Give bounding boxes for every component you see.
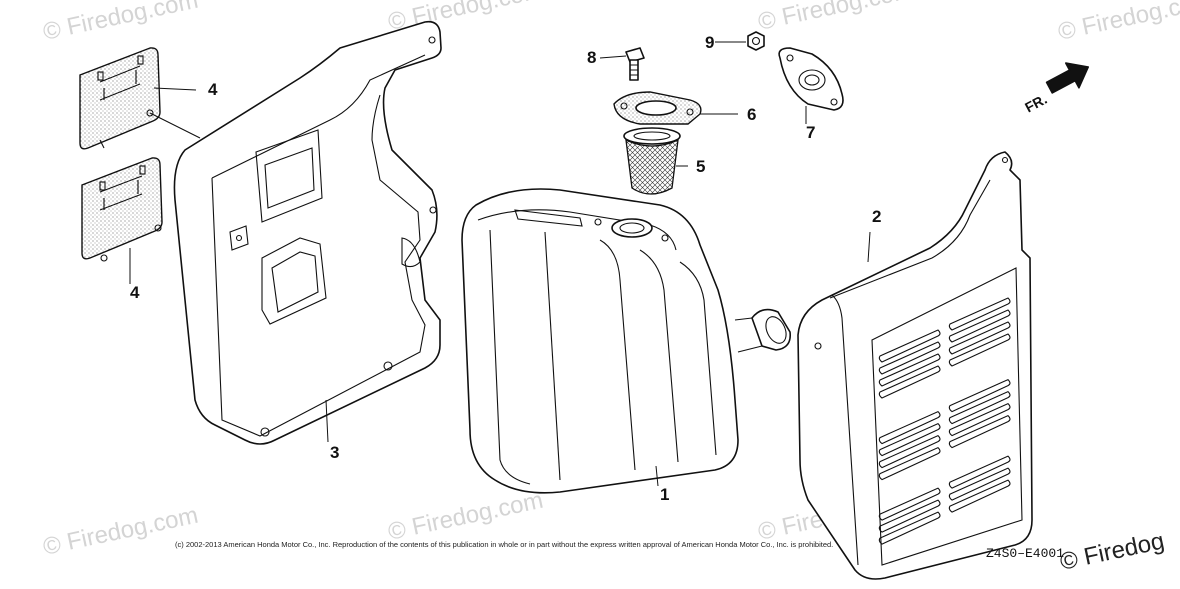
callout-number-1: 1 (660, 485, 669, 504)
diagram-code: Z4S0–E4001 (986, 546, 1064, 561)
watermark-text: © Firedog.com (756, 0, 916, 36)
heat-insulator-upper (79, 47, 201, 150)
callout-number-3: 3 (330, 443, 339, 462)
callout-number-4: 4 (208, 80, 218, 99)
brand-watermark: © Firedog (1058, 527, 1167, 575)
louver-slot (948, 321, 1011, 355)
louver-slot (878, 446, 941, 481)
callout-number-2: 2 (872, 207, 881, 226)
louver-slot (878, 422, 941, 457)
louver-slot (878, 499, 941, 533)
louver-slot (878, 353, 941, 387)
louver-slot (948, 414, 1011, 449)
bolt (599, 47, 645, 81)
flange-nut (715, 31, 765, 51)
watermark-text: © Firedog.com (1056, 0, 1180, 46)
front-direction-arrow: FR. (1022, 62, 1090, 116)
exhaust-flange-gasket (778, 47, 844, 124)
louver-slot (948, 297, 1011, 331)
louver-slot (878, 365, 941, 399)
louver-slot (948, 378, 1011, 413)
louver-slot (878, 511, 941, 545)
muffler-protector (173, 20, 442, 445)
heat-insulator-lower (81, 157, 163, 262)
watermark-text: © Firedog.com (41, 0, 201, 46)
callout-number-8: 8 (587, 48, 596, 67)
cover-louvers (878, 297, 1011, 545)
muffler-cover (797, 151, 1033, 580)
front-direction-label: FR. (1022, 91, 1049, 116)
louver-slot (878, 329, 941, 363)
callout-layer: 1 2 3 4 4 5 6 7 8 9 (130, 33, 881, 504)
muffler-body (461, 188, 792, 494)
louver-slot (948, 479, 1011, 513)
louver-slot (948, 467, 1011, 501)
callout-number-6: 6 (747, 105, 756, 124)
callout-number-9: 9 (705, 33, 714, 52)
louver-slot (948, 309, 1011, 343)
leader-lines (129, 87, 871, 487)
louver-slot (878, 487, 941, 521)
louver-slot (948, 390, 1011, 425)
louver-slot (878, 341, 941, 375)
exhaust-gasket (613, 91, 738, 125)
spark-arrester-screen (623, 127, 688, 195)
watermark-text: © Firedog.com (41, 502, 201, 561)
louver-slot (878, 410, 941, 445)
louver-slot (948, 455, 1011, 489)
louver-slot (948, 333, 1011, 367)
callout-number-5: 5 (696, 157, 705, 176)
watermark-text: © Firedog.com (386, 487, 546, 546)
callout-number-4: 4 (130, 283, 140, 302)
callout-number-7: 7 (806, 123, 815, 142)
louver-slot (878, 434, 941, 469)
copyright-notice: (c) 2002-2013 American Honda Motor Co., … (175, 540, 833, 549)
louver-slot (948, 402, 1011, 437)
